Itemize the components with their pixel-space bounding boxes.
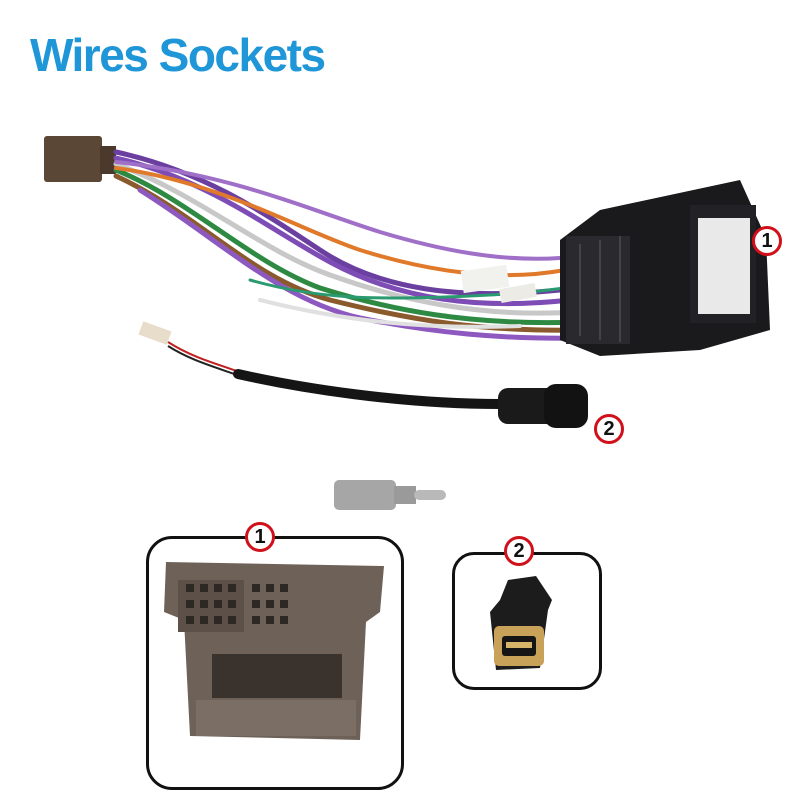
harness-detail-frame (146, 536, 404, 790)
harness-connector-detail (164, 562, 384, 740)
wire-tag (460, 264, 510, 294)
usb-cable (233, 369, 505, 409)
callout-badge-1-detail: 1 (245, 522, 275, 552)
small-brown-connector (44, 136, 116, 182)
usb-socket (498, 384, 588, 428)
wire-bundle (113, 149, 593, 341)
usb-socket-detail (490, 576, 552, 670)
callout-badge-1: 1 (752, 226, 782, 256)
usb-detail-frame (452, 552, 602, 690)
callout-badge-2: 2 (594, 414, 624, 444)
page-title: Wires Sockets (30, 29, 326, 81)
callout-badge-2-detail: 2 (504, 536, 534, 566)
socket-label-sticker (698, 218, 750, 314)
harness-socket (560, 180, 770, 356)
wire-tag (499, 282, 537, 304)
white-plug (138, 321, 241, 377)
antenna-adapter (334, 480, 446, 510)
